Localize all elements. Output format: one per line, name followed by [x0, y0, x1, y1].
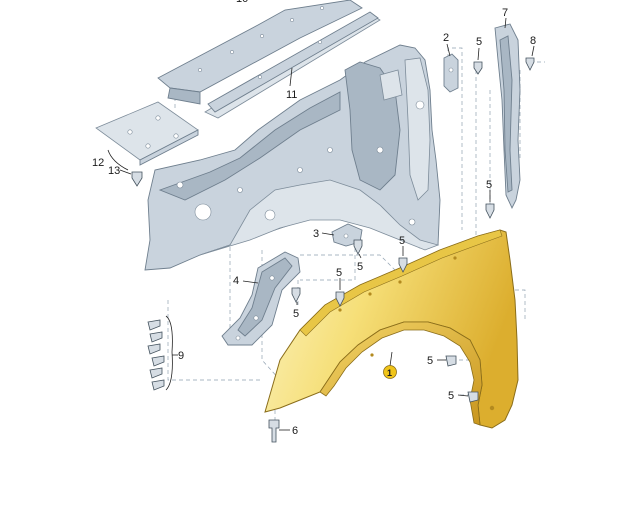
callout-11: 11 [286, 89, 297, 101]
callout-labels: 10 11 12 13 2 5 7 8 5 3 5 5 4 5 5 9 1 5 … [92, 0, 536, 437]
callout-1-badge: 1 [383, 365, 397, 379]
screw-icon [353, 239, 363, 255]
callout-9: 9 [178, 350, 184, 362]
screw-icon [473, 61, 483, 75]
part-1-front-fender [264, 229, 519, 429]
callout-13: 13 [108, 165, 120, 177]
callout-5-strip: 5 [486, 179, 492, 191]
callout-5-center: 5 [399, 235, 405, 247]
part-4-support-bracket [221, 251, 301, 346]
callout-5-arch: 5 [427, 355, 433, 367]
screw-icon [445, 355, 457, 367]
part-2-bracket [443, 53, 459, 93]
callout-5-left: 5 [336, 267, 342, 279]
screw-icon [485, 203, 495, 219]
callout-5-clip: 5 [357, 261, 363, 273]
screw-icon [467, 391, 479, 403]
screw-icon [335, 291, 345, 307]
part-10-upper-panel [157, 0, 363, 105]
fasteners [107, 57, 535, 443]
callout-5-bracket: 5 [293, 308, 299, 320]
screw-icon [268, 419, 280, 443]
part-11-lower-panel [204, 11, 381, 119]
part-12-cover-plate [95, 101, 199, 166]
callout-6: 6 [292, 425, 298, 437]
part-7-seal-strip [494, 23, 521, 210]
clip-set-icon [147, 319, 165, 391]
screw-icon [291, 287, 301, 303]
callout-10: 10 [236, 0, 248, 5]
callout-3: 3 [313, 228, 319, 240]
inner-body-structure [144, 44, 441, 271]
screw-icon [525, 57, 535, 71]
callout-5-rear: 5 [448, 390, 454, 402]
callout-12: 12 [92, 157, 104, 169]
callout-4: 4 [233, 275, 239, 287]
screw-icon [131, 171, 143, 187]
screw-icon [398, 257, 408, 273]
callout-5-top: 5 [476, 36, 482, 48]
callout-8: 8 [530, 35, 536, 47]
callout-2: 2 [443, 32, 449, 44]
callout-7: 7 [502, 7, 508, 19]
leader-lines [119, 17, 535, 431]
callout-1: 1 [387, 368, 392, 378]
